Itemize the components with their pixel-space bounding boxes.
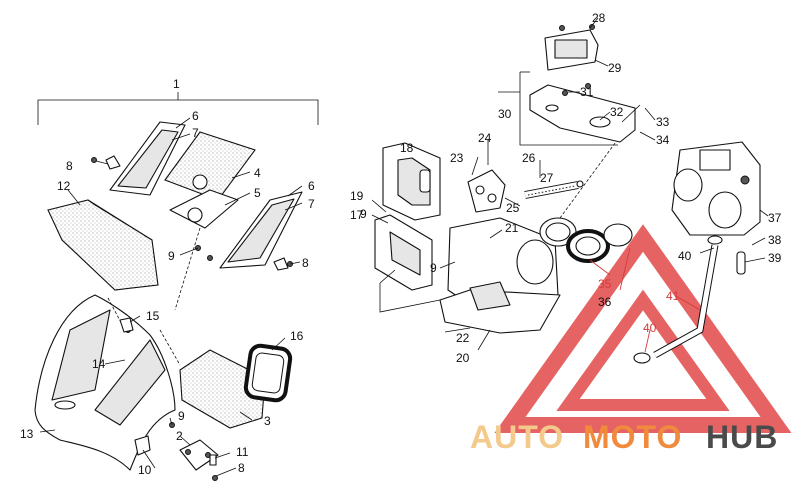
- callout-15: 15: [146, 309, 160, 323]
- callout-7: 7: [192, 126, 199, 140]
- throttle-body: [671, 141, 761, 236]
- filter-screen: [164, 131, 256, 229]
- callout-16: 16: [290, 329, 304, 343]
- callout-5: 5: [254, 186, 261, 200]
- callout-25: 25: [506, 201, 520, 215]
- callout-18: 18: [400, 141, 414, 155]
- callout-7: 7: [308, 197, 315, 211]
- callout-8: 8: [238, 461, 245, 475]
- callout-3: 3: [264, 414, 271, 428]
- bracket-part-1: [37, 92, 319, 125]
- callout-6: 6: [308, 179, 315, 193]
- callout-29: 29: [608, 61, 622, 75]
- callout-30: 30: [498, 107, 512, 121]
- watermark-triangle: [494, 224, 792, 433]
- callout-22: 22: [456, 331, 470, 345]
- callout-1: 1: [173, 77, 180, 91]
- callout-4: 4: [254, 166, 261, 180]
- watermark-hub: HUB: [706, 419, 778, 455]
- callout-33: 33: [656, 115, 670, 129]
- watermark-logo: AUTO MOTO HUB: [470, 419, 778, 455]
- callout-26: 26: [522, 151, 536, 165]
- callout-8: 8: [302, 256, 309, 270]
- vent-hose: [633, 235, 746, 364]
- callout-38: 38: [768, 233, 782, 247]
- callout-36: 36: [598, 295, 612, 309]
- boot: [566, 229, 610, 263]
- callout-17: 17: [350, 208, 364, 222]
- side-panel-upper: [109, 121, 186, 196]
- valve-assembly: [467, 169, 506, 213]
- callout-34: 34: [656, 133, 670, 147]
- callout-9: 9: [178, 409, 185, 423]
- callout-20: 20: [456, 351, 470, 365]
- callouts: 1 2 3 4 5 6 6 7 7 8 8 8 9 9 9 9 10 11 12…: [20, 11, 782, 477]
- callout-19: 19: [350, 189, 364, 203]
- callout-13: 13: [20, 427, 34, 441]
- callout-32: 32: [610, 105, 624, 119]
- callout-12: 12: [57, 179, 71, 193]
- leaders-left: [39, 117, 303, 477]
- callout-39: 39: [768, 251, 782, 265]
- callout-21: 21: [505, 221, 519, 235]
- callout-14: 14: [92, 357, 106, 371]
- callout-8: 8: [66, 159, 73, 173]
- leaders-right: [371, 17, 769, 351]
- top-lid: [529, 24, 641, 143]
- callout-24: 24: [478, 131, 492, 145]
- callout-28: 28: [592, 11, 606, 25]
- hood: [34, 294, 176, 471]
- watermark-moto: MOTO: [583, 419, 682, 455]
- leaders-red: [589, 247, 701, 353]
- callout-37: 37: [768, 211, 782, 225]
- ring-large: [539, 217, 577, 247]
- callout-31: 31: [580, 85, 594, 99]
- callout-35: 35: [598, 277, 612, 291]
- watermark-auto: AUTO: [470, 419, 564, 455]
- callout-9: 9: [360, 207, 367, 221]
- callout-40: 40: [678, 249, 692, 263]
- seal-ring: [243, 343, 293, 403]
- callout-27: 27: [540, 171, 554, 185]
- callout-9: 9: [168, 249, 175, 263]
- callout-2: 2: [176, 429, 183, 443]
- callout-6: 6: [192, 109, 199, 123]
- breather-hose: [524, 180, 584, 199]
- airbox-lower: [439, 217, 561, 334]
- callout-9: 9: [430, 261, 437, 275]
- duct-cover: [382, 142, 441, 221]
- mount-bracket: [134, 435, 219, 471]
- hose-clamp: [603, 223, 633, 247]
- foam-block: [179, 349, 266, 429]
- callout-23: 23: [450, 151, 464, 165]
- callout-10: 10: [138, 463, 152, 477]
- foam-pad: [47, 199, 159, 291]
- callout-41: 41: [666, 289, 680, 303]
- duct-side: [374, 214, 433, 291]
- side-panel-right: [219, 191, 303, 269]
- fasteners-left: [91, 155, 293, 481]
- callout-11: 11: [236, 445, 249, 459]
- callout-40: 40: [643, 321, 657, 335]
